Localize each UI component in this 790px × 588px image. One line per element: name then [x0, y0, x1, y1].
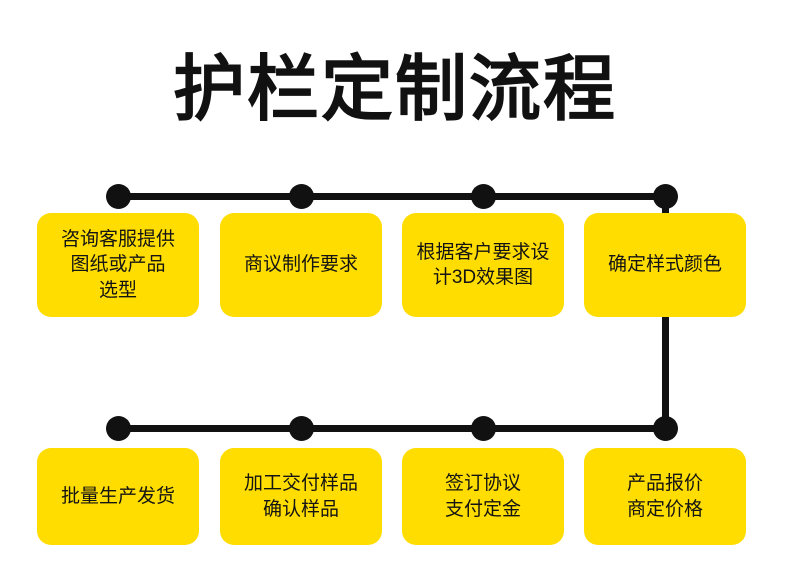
connector-dot-bottom-4 [653, 416, 678, 441]
connector-dot-top-1 [106, 184, 131, 209]
flow-node-label: 签订协议 支付定金 [444, 473, 521, 520]
flow-node-label: 根据客户要求设 计3D效果图 [416, 241, 550, 288]
flow-node-step-1[interactable]: 咨询客服提供 图纸或产品 选型 [37, 213, 199, 317]
flow-node-label: 产品报价 商定价格 [626, 473, 703, 520]
flow-node-step-6[interactable]: 签订协议 支付定金 [402, 448, 564, 545]
top-horizontal-rail [118, 193, 666, 200]
connector-dot-top-2 [289, 184, 314, 209]
page-title: 护栏定制流程 [172, 50, 617, 130]
flow-node-step-3[interactable]: 根据客户要求设 计3D效果图 [402, 213, 564, 317]
flow-node-step-4[interactable]: 确定样式颜色 [584, 213, 746, 317]
flow-node-step-2[interactable]: 商议制作要求 [220, 213, 382, 317]
connector-dot-bottom-2 [289, 416, 314, 441]
connector-dot-top-3 [471, 184, 496, 209]
connector-dot-top-4 [653, 184, 678, 209]
flow-node-label: 确定样式颜色 [607, 254, 722, 276]
flow-node-label: 咨询客服提供 图纸或产品 选型 [60, 229, 175, 301]
flow-node-label: 加工交付样品 确认样品 [243, 473, 358, 520]
flow-node-step-7[interactable]: 加工交付样品 确认样品 [220, 448, 382, 545]
connector-dot-bottom-1 [106, 416, 131, 441]
flow-node-label: 商议制作要求 [243, 254, 358, 276]
connector-dot-bottom-3 [471, 416, 496, 441]
flow-node-label: 批量生产发货 [60, 485, 175, 507]
bottom-horizontal-rail [118, 425, 666, 432]
flow-node-step-8[interactable]: 批量生产发货 [37, 448, 199, 545]
flow-node-step-5[interactable]: 产品报价 商定价格 [584, 448, 746, 545]
